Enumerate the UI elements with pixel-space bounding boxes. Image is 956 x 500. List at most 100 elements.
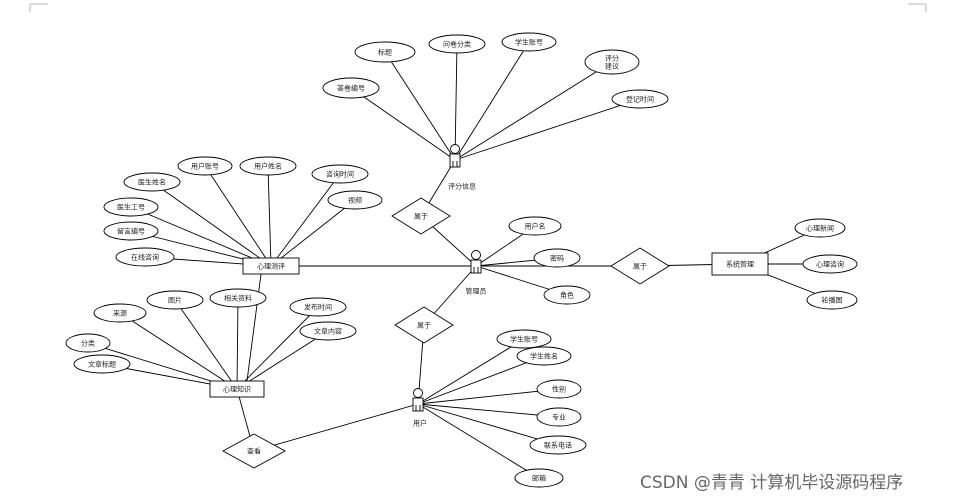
- attribute-label: 图片: [168, 296, 182, 305]
- connector-line: [204, 165, 272, 267]
- attribute-ellipse: [794, 218, 846, 238]
- attribute-label: 医生工号: [117, 203, 145, 212]
- connector-line: [236, 330, 329, 390]
- connector-line: [417, 403, 540, 479]
- attribute-label: 发布时间: [304, 303, 332, 312]
- attribute-ellipse: [289, 297, 347, 317]
- relationship-label: 属于: [414, 213, 428, 221]
- attribute-ellipse: [209, 288, 267, 308]
- entity-box: [711, 252, 769, 276]
- attribute-label: 角色: [560, 291, 574, 300]
- attribute-ellipse: [239, 156, 297, 176]
- attribute-ellipse: [327, 190, 383, 210]
- connector-line: [270, 173, 341, 267]
- attribute-label: 评分建议: [605, 54, 619, 71]
- relationship-label: 查看: [247, 447, 261, 456]
- attribute-label: 视频: [348, 196, 362, 205]
- relationship-diamond: [391, 197, 451, 235]
- connector-line: [130, 206, 272, 267]
- page-corner-mark: [908, 3, 927, 12]
- attribute-label: 专业: [552, 413, 566, 422]
- attribute-label: 学生账号: [510, 335, 538, 344]
- attribute-label: 密码: [550, 254, 564, 263]
- attribute-ellipse: [584, 49, 640, 75]
- attribute-label: 文章标题: [88, 360, 116, 369]
- connector-line: [267, 165, 272, 267]
- attribute-ellipse: [536, 379, 582, 399]
- connector-line: [417, 403, 559, 446]
- attribute-ellipse: [543, 285, 591, 305]
- attribute-ellipse: [65, 333, 111, 353]
- connector-line: [454, 98, 641, 161]
- attribute-label: 留言编号: [117, 227, 145, 236]
- attribute-ellipse: [428, 34, 486, 54]
- attribute-ellipse: [514, 468, 564, 488]
- connector-line: [253, 403, 419, 452]
- attribute-ellipse: [146, 290, 204, 310]
- connector-line: [174, 299, 238, 390]
- connector-line: [270, 199, 356, 267]
- attribute-ellipse: [123, 172, 181, 192]
- relationship-diamond: [394, 306, 454, 344]
- attribute-label: 心理新闻: [806, 224, 834, 233]
- watermark: CSDN @青青 计算机毕设源码程序: [640, 473, 903, 493]
- attribute-ellipse: [806, 290, 858, 310]
- attribute-ellipse: [536, 407, 582, 427]
- relationship-label: 属于: [417, 322, 431, 330]
- attribute-label: 心理咨询: [816, 260, 844, 269]
- attribute-ellipse: [508, 216, 562, 236]
- attribute-label: 邮箱: [532, 474, 546, 483]
- connector-line: [454, 61, 613, 161]
- attribute-label: 用户姓名: [254, 162, 282, 171]
- attribute-label: 联系电话: [544, 441, 572, 450]
- attribute-ellipse: [802, 254, 858, 274]
- entity-actor-icon: [449, 144, 461, 168]
- attribute-ellipse: [496, 329, 552, 349]
- relationship-diamond: [610, 247, 670, 285]
- attribute-ellipse: [73, 354, 131, 374]
- page-corner-mark: [29, 3, 48, 12]
- attribute-ellipse: [299, 321, 357, 341]
- attribute-ellipse: [103, 197, 159, 217]
- connector-line: [417, 403, 560, 418]
- attribute-label: 用户名: [525, 222, 546, 231]
- connector-line: [119, 312, 238, 390]
- entity-actor-icon: [470, 250, 482, 274]
- connector-line: [417, 388, 560, 405]
- attribute-label: 用户账号: [191, 162, 219, 171]
- connector-line: [384, 51, 456, 161]
- attribute-label: 文章内容: [314, 327, 342, 336]
- connector-line: [236, 297, 239, 390]
- attribute-label: 咨询时间: [326, 170, 354, 179]
- relationship-label: 属于: [633, 263, 647, 271]
- attribute-label: 分类: [81, 339, 95, 348]
- attribute-label: 性别: [552, 385, 566, 394]
- attribute-ellipse: [354, 41, 416, 63]
- entity-label: 管理员: [466, 287, 487, 296]
- attribute-ellipse: [529, 435, 587, 455]
- attribute-label: 登记时间: [626, 95, 654, 104]
- attribute-label: 在线咨询: [131, 253, 159, 262]
- entity-box: [209, 380, 265, 398]
- connector-line: [236, 306, 319, 390]
- attribute-label: 医生姓名: [138, 178, 166, 187]
- entity-label: 评分信息: [448, 182, 476, 191]
- relationship-diamond: [222, 433, 286, 469]
- connector-line: [151, 181, 272, 267]
- entity-actor-icon: [412, 388, 424, 412]
- connector-line: [454, 43, 458, 161]
- attribute-ellipse: [516, 346, 572, 366]
- connector-line: [350, 87, 456, 161]
- attribute-label: 标题: [378, 48, 392, 57]
- attribute-ellipse: [533, 248, 581, 268]
- attribute-ellipse: [115, 247, 175, 267]
- connector-line: [454, 41, 530, 161]
- entity-box: [242, 257, 300, 275]
- attribute-ellipse: [93, 303, 147, 323]
- entity-label: 用户: [413, 419, 427, 428]
- attribute-label: 学生账号: [515, 38, 543, 47]
- entity-label: 系统管理: [726, 260, 754, 269]
- connector-line: [417, 355, 545, 405]
- attribute-ellipse: [311, 164, 369, 184]
